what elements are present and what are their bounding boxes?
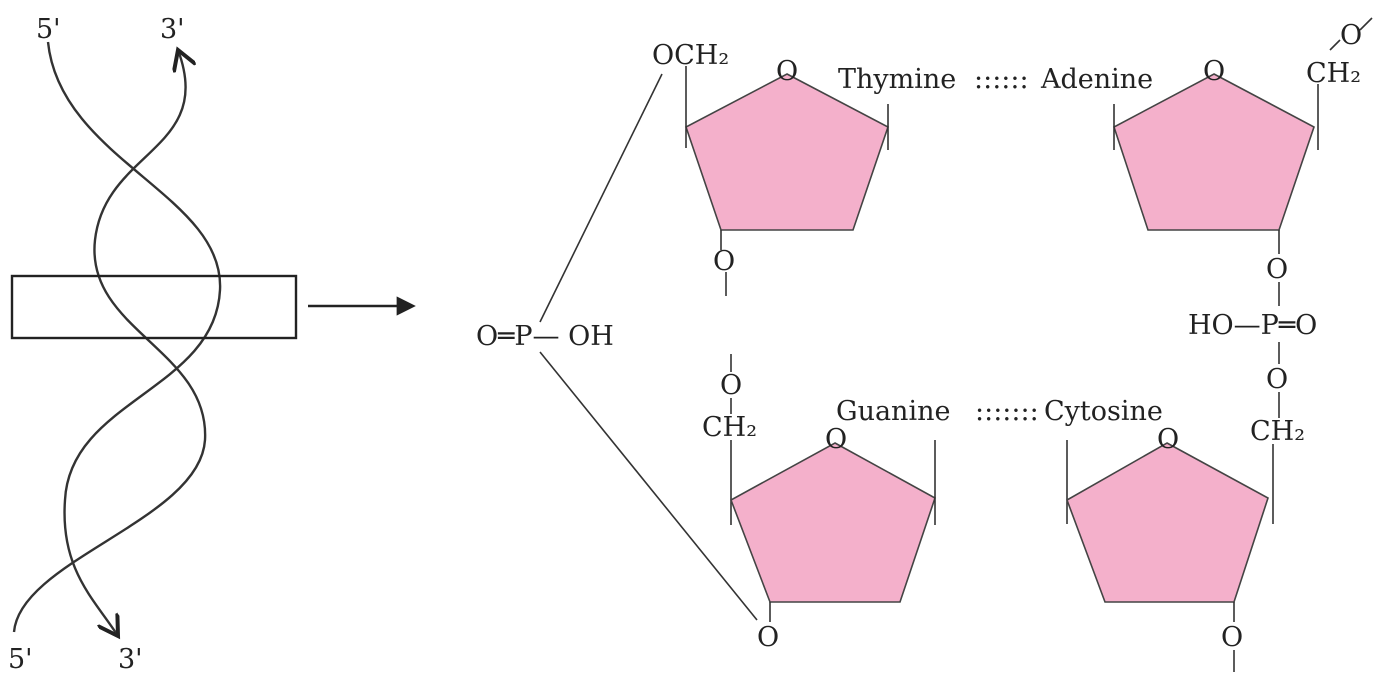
adenine-label: Adenine	[1040, 64, 1153, 95]
top-left-sugar-ring	[685, 73, 889, 231]
top-left-nucleotide: O OCH₂ O	[652, 40, 889, 296]
bottom-right-sugar-ring	[1066, 442, 1269, 603]
cytosine-label: Cytosine	[1044, 396, 1163, 427]
top-left-ring-oxygen: O	[776, 56, 798, 87]
phosphate-to-top-sugar-bond	[539, 73, 663, 323]
bottom-left-nucleotide: O CH₂ O O	[702, 354, 936, 653]
right-phosphate-label: HO—P═O	[1188, 310, 1317, 341]
helix-strand-b	[12, 50, 207, 633]
bottom-left-sugar-ring	[730, 442, 936, 603]
bottom-left-ch2: CH₂	[702, 412, 757, 443]
left-phosphate-label: O═P— OH	[476, 321, 614, 352]
double-helix: 5' 3' 5' 3'	[8, 14, 298, 675]
bottom-left-ring-oxygen: O	[825, 424, 847, 455]
bottom-right-ch2: CH₂	[1250, 416, 1305, 447]
bottom-left-top-oxygen: O	[720, 370, 742, 401]
bottom-right-nucleotide: CH₂ O O	[1066, 416, 1305, 672]
right-phosphate-lower-oxygen: O	[1266, 364, 1288, 395]
thymine-label: Thymine	[838, 64, 956, 95]
bottom-right-bottom-oxygen: O	[1221, 622, 1243, 653]
top-left-bottom-oxygen: O	[713, 246, 735, 277]
helix-highlight-box	[10, 274, 298, 340]
bottom-base-pair: Guanine ::::::: Cytosine	[836, 396, 1163, 427]
top-right-nucleotide: O O CH₂	[1113, 17, 1373, 254]
helix-top-right-3prime: 3'	[160, 14, 185, 45]
top-right-top-o-tail	[1359, 17, 1373, 31]
top-left-och2: OCH₂	[652, 40, 729, 71]
top-right-sugar-ring	[1113, 73, 1315, 231]
helix-top-left-5prime: 5'	[36, 14, 61, 45]
top-right-top-oxygen: O	[1340, 20, 1362, 51]
helix-bottom-left-5prime: 5'	[8, 644, 33, 675]
top-right-top-o-bond	[1329, 39, 1341, 51]
helix-bottom-right-3prime: 3'	[118, 644, 143, 675]
bottom-hydrogen-bonds: :::::::	[975, 396, 1039, 427]
bottom-right-ring-oxygen: O	[1157, 424, 1179, 455]
left-phosphate-group: O═P— OH	[476, 73, 758, 621]
top-base-pair: Thymine :::::: Adenine	[838, 64, 1153, 95]
right-phosphate-upper-oxygen: O	[1266, 254, 1288, 285]
right-phosphate-group: O HO—P═O O	[1188, 254, 1317, 418]
top-right-ch2: CH₂	[1306, 58, 1361, 89]
guanine-label: Guanine	[836, 396, 950, 427]
bottom-left-bottom-oxygen: O	[757, 622, 779, 653]
phosphate-to-bottom-sugar-bond	[539, 351, 758, 621]
top-hydrogen-bonds: ::::::	[974, 64, 1029, 95]
top-right-ring-oxygen: O	[1203, 56, 1225, 87]
helix-strand-a	[46, 41, 222, 636]
